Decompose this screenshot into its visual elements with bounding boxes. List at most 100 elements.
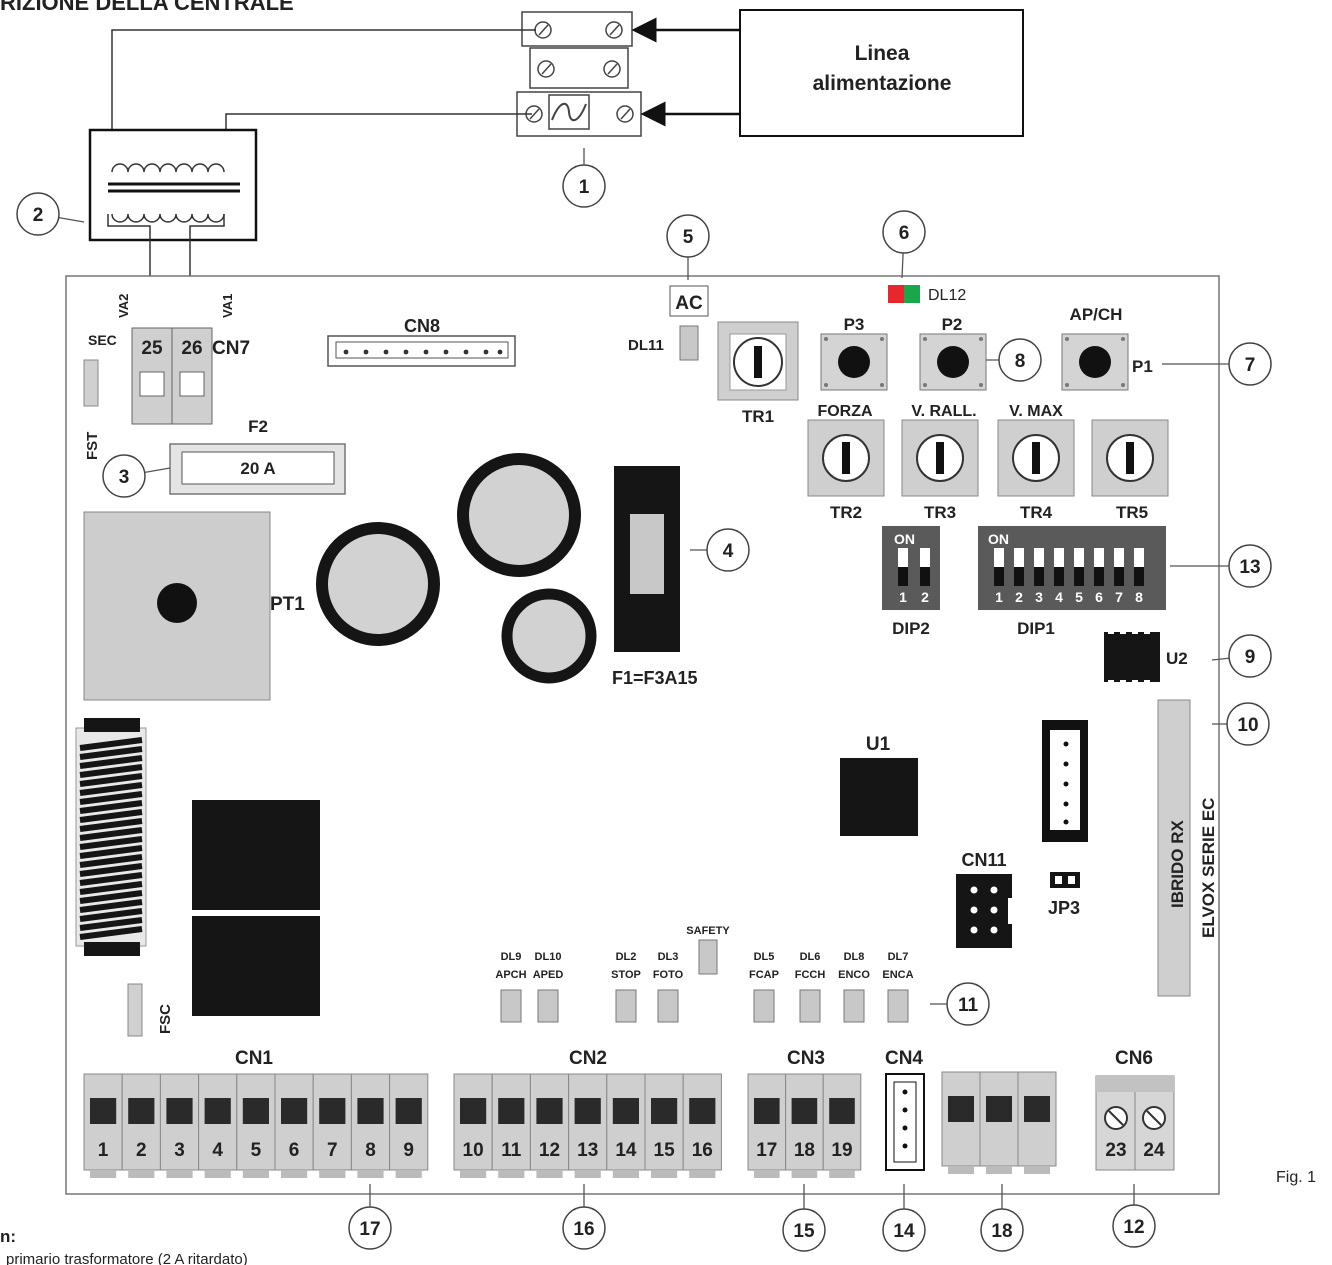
capacitor-small [501,588,597,684]
cn1-terminal-number: 6 [289,1140,300,1161]
fsc-connector [127,983,143,1037]
led-code-label: DL5 [754,951,775,963]
cn2-terminal-number: 10 [463,1140,484,1161]
led-code-label: DL9 [501,951,522,963]
cn3-label: CN3 [787,1048,825,1069]
aux-terminal-block [941,1071,1057,1174]
tr3-trimmer [901,419,979,497]
dip2-label: DIP2 [892,619,930,638]
callout-circle [1228,544,1272,588]
callout-circle [782,1208,826,1252]
cn2-terminal-number: 12 [539,1140,560,1161]
cn3-terminal-number: 17 [756,1140,777,1161]
relay-block-2 [192,916,320,1016]
legend-line-1: primario trasformatore (2 A ritardato) [6,1251,248,1265]
led-name-label: APCH [495,969,526,981]
cn7-terminal-25: 25 [141,338,163,359]
status-led [843,989,865,1023]
fuse-wave-icon [551,102,587,122]
callout-number: 18 [991,1221,1012,1242]
cn1-terminal-number: 1 [98,1140,109,1161]
fst-connector [83,359,99,407]
f2-label: F2 [248,417,268,436]
vrall-label: V. RALL. [911,403,976,420]
f2-value: 20 A [240,459,275,478]
dip2-number: 2 [921,589,929,605]
dip1-number: 1 [995,589,1003,605]
callout-circle [1228,342,1272,386]
cn6-terminal-block [1095,1075,1175,1171]
power-line-box [739,9,1024,137]
led-code-label: DL2 [616,951,637,963]
dl12-led-red [888,285,904,303]
status-led [537,989,559,1023]
status-led [657,989,679,1023]
cn7-terminal-26: 26 [181,338,202,359]
vmax-label: V. MAX [1009,403,1063,420]
cn6-terminal-23: 23 [1105,1140,1126,1161]
callout-circle [882,1208,926,1252]
callout-number: 12 [1123,1217,1144,1238]
inductor-coil [75,718,147,956]
dip2-on-label: ON [894,531,915,547]
tr1-trimmer [717,321,799,401]
tr2-trimmer [807,419,885,497]
callout-circle [666,214,710,258]
callout-number: 11 [958,995,979,1016]
status-led [615,989,637,1023]
cn7-label: CN7 [212,338,250,359]
f1-label: F1=F3A15 [612,668,698,688]
callout-circle [980,1208,1024,1252]
led-name-label: STOP [611,969,641,981]
callout-number: 1 [579,177,590,198]
p1-label: P1 [1132,357,1153,376]
safety-label: SAFETY [686,925,730,937]
callout-number: 6 [899,223,910,244]
callout-circle [946,982,990,1026]
apch-label: AP/CH [1070,305,1123,324]
ac-box [669,285,709,317]
dip1-number: 6 [1095,589,1103,605]
forza-label: FORZA [817,403,873,420]
callout-circle [16,192,60,236]
cn1-terminal-number: 3 [174,1140,185,1161]
callout-circle [998,338,1042,382]
callout-circle [1228,634,1272,678]
capacitor-large-1 [316,522,440,646]
cn6-label: CN6 [1115,1048,1153,1069]
tr1-label: TR1 [742,407,774,426]
p2-label: P2 [942,315,963,334]
callout-number: 2 [33,205,44,226]
dl12-led-green [904,285,920,303]
callout-number: 9 [1245,647,1256,668]
jp3-jumper [1050,872,1080,888]
dl11-led [679,325,699,361]
safety-led [698,939,718,975]
callout-number: 3 [119,467,130,488]
cn8-label: CN8 [404,316,440,336]
radio-label-1: IBRIDO RX [1168,820,1187,909]
status-led [753,989,775,1023]
callout-circle [562,1206,606,1250]
dip2-number: 1 [899,589,907,605]
cn2-terminal-number: 15 [654,1140,676,1161]
callout-number: 8 [1015,351,1026,372]
tr5-label: TR5 [1116,503,1148,522]
tr3-label: TR3 [924,503,956,522]
dip1-number: 7 [1115,589,1123,605]
cn11-label: CN11 [961,850,1006,870]
dip1-number: 8 [1135,589,1143,605]
radio-module [1157,699,1191,997]
section-title: RIZIONE DELLA CENTRALE [0,0,294,15]
power-line-label-1: Linea [855,42,910,65]
cn2-terminal-number: 16 [692,1140,713,1161]
cn1-terminal-number: 9 [403,1140,414,1161]
cn1-terminal-number: 2 [136,1140,147,1161]
tr4-label: TR4 [1020,503,1053,522]
callout-circle [102,454,146,498]
led-name-label: ENCA [882,969,913,981]
cn1-terminal-number: 4 [212,1140,223,1161]
cn4-connector [885,1073,925,1171]
jp3-label: JP3 [1048,898,1080,918]
